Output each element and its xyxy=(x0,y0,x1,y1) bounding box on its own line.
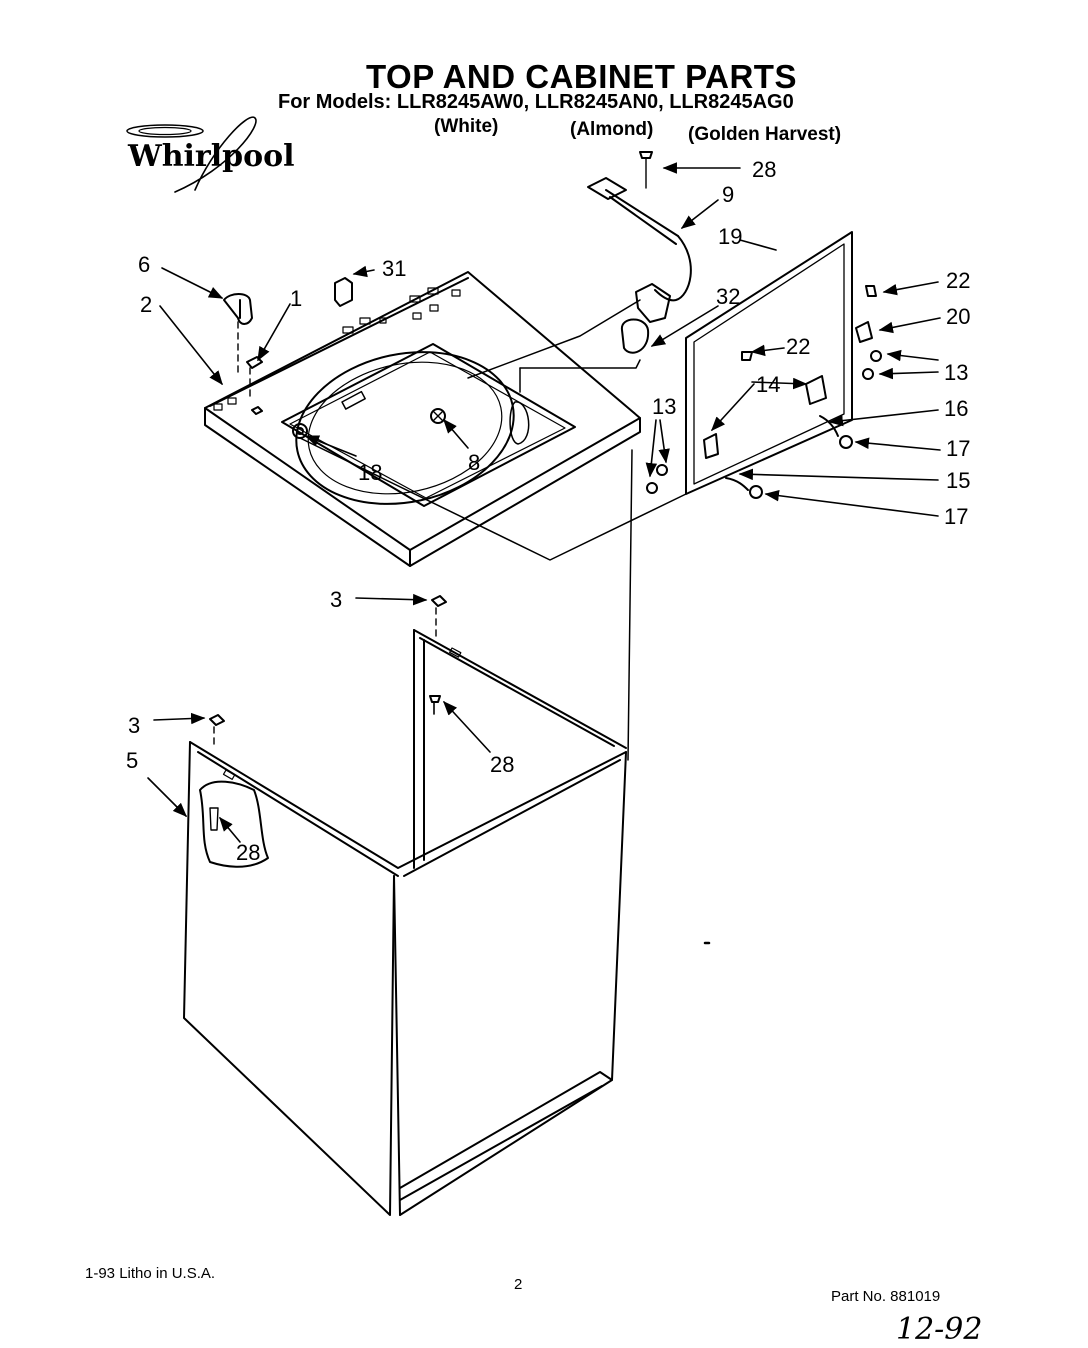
part-32-handle xyxy=(620,318,650,354)
part-3-clip-upper xyxy=(431,595,447,641)
callout-5: 5 xyxy=(126,748,138,773)
part-16-hose xyxy=(725,415,839,491)
callout-28-mid: 28 xyxy=(490,752,514,777)
part-number: Part No. 881019 xyxy=(831,1288,941,1305)
callout-17-lower: 17 xyxy=(944,504,968,529)
callout-3-lower: 3 xyxy=(128,713,140,738)
callout-3-upper: 3 xyxy=(330,587,342,612)
part-3-clip-lower xyxy=(209,714,225,749)
page-title: TOP AND CABINET PARTS xyxy=(366,58,797,95)
callout-8: 8 xyxy=(468,450,480,475)
leader-lines xyxy=(147,162,941,843)
part-18-grommet xyxy=(292,423,308,439)
page-number: 2 xyxy=(514,1276,523,1293)
callout-19: 19 xyxy=(718,224,742,249)
part-19-rear-panel xyxy=(685,231,853,495)
callout-6: 6 xyxy=(138,252,150,277)
part-28-screw-mid xyxy=(429,695,441,715)
callout-13-right: 13 xyxy=(944,360,968,385)
part-6-clip xyxy=(223,293,253,325)
callout-22-right: 22 xyxy=(946,268,970,293)
assembly-lines xyxy=(299,299,687,761)
callout-labels: 28 9 19 22 20 32 22 13 14 16 13 17 15 17… xyxy=(126,157,970,865)
color-white: (White) xyxy=(434,116,499,137)
callout-9: 9 xyxy=(722,182,734,207)
part-14-clip xyxy=(703,375,827,459)
callout-1: 1 xyxy=(290,286,302,311)
callout-28-top: 28 xyxy=(752,157,776,182)
part-17-knob xyxy=(749,435,853,499)
part-1-clip xyxy=(246,356,263,415)
callout-17-upper: 17 xyxy=(946,436,970,461)
callout-20: 20 xyxy=(946,304,970,329)
callout-18: 18 xyxy=(358,460,382,485)
top-panel xyxy=(204,271,641,567)
callout-28-low: 28 xyxy=(236,840,260,865)
callout-32: 32 xyxy=(716,284,740,309)
callout-16: 16 xyxy=(944,396,968,421)
part-22-plugs xyxy=(741,285,877,361)
part-9-lid-switch-harness xyxy=(587,177,692,323)
part-5-cabinet xyxy=(183,629,627,1216)
callout-31: 31 xyxy=(382,256,406,281)
handwritten-date: 12-92 xyxy=(896,1312,983,1347)
whirlpool-logo: Whirlpool xyxy=(126,116,295,193)
color-golden-harvest: (Golden Harvest) xyxy=(688,124,842,145)
part-28-screw-top xyxy=(639,151,653,189)
part-8-screw xyxy=(430,408,446,424)
litho-note: 1-93 Litho in U.S.A. xyxy=(85,1265,216,1282)
callout-22-mid: 22 xyxy=(786,334,810,359)
color-almond: (Almond) xyxy=(570,119,654,140)
callout-13-left: 13 xyxy=(652,394,676,419)
logo-wordmark: Whirlpool xyxy=(127,139,295,174)
callout-15: 15 xyxy=(946,468,970,493)
callout-14: 14 xyxy=(756,372,780,397)
part-20-bracket xyxy=(855,321,873,343)
models-line: For Models: LLR8245AW0, LLR8245AN0, LLR8… xyxy=(278,91,794,113)
part-31-bracket xyxy=(334,277,353,307)
callout-2: 2 xyxy=(140,292,152,317)
